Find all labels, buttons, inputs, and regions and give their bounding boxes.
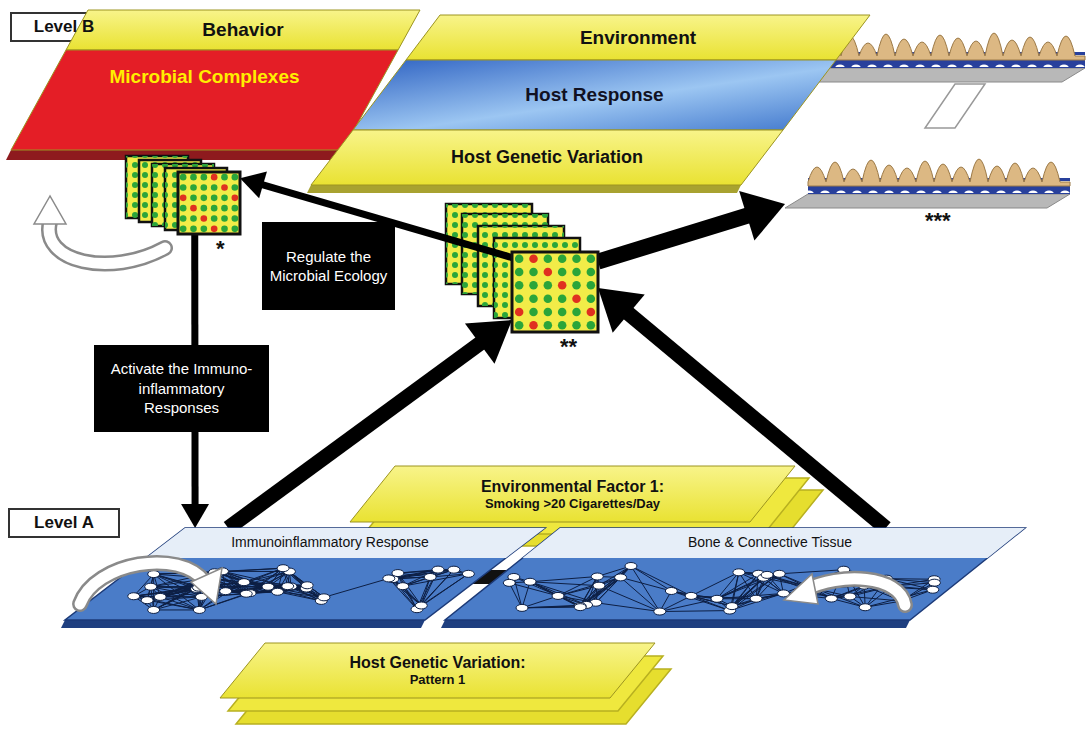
data-matrix: *	[178, 172, 240, 234]
factor-body: Smoking >20 Cigarettes/Day	[485, 496, 660, 511]
matrix-dots	[180, 174, 238, 232]
node-shape	[11, 50, 398, 150]
genetic-heading: Host Genetic Variation:	[349, 654, 525, 672]
band-fill	[66, 10, 420, 50]
level-label: Level A	[34, 513, 94, 533]
matrix-card	[512, 252, 598, 332]
band-fill	[353, 60, 836, 130]
band-label: Environment	[580, 27, 696, 49]
edge-label: Activate the Immuno- inflammatory Respon…	[100, 359, 263, 418]
data-matrix: **	[512, 252, 598, 332]
arrow-head	[739, 191, 785, 241]
factor-layer: Environmental Factor 1:Smoking >20 Cigar…	[350, 466, 795, 522]
tissue-slab: ***	[785, 128, 1070, 208]
factor-heading: Environmental Factor 1:	[481, 478, 664, 496]
arrow-head	[465, 320, 512, 364]
arrow-head	[240, 171, 267, 198]
band-fill	[220, 643, 655, 698]
band-fill	[406, 15, 870, 60]
tissue-drawing	[785, 159, 1070, 208]
edge-label: Regulate the Microbial Ecology	[268, 247, 389, 286]
level-label: Level B	[34, 17, 94, 37]
band-label: Microbial Complexes	[109, 66, 299, 88]
layer-band: Behavior	[66, 10, 420, 50]
node-shape	[512, 252, 598, 332]
callout-mark: ***	[925, 208, 951, 234]
band-label: Host Response	[525, 84, 663, 106]
matrix-card	[178, 172, 240, 234]
arrow-shaft	[598, 212, 758, 261]
node-shape	[785, 128, 1070, 208]
plane-strip	[146, 528, 545, 558]
plane-fill	[445, 528, 1025, 620]
plane-label: Immunoinflammatory Response	[231, 534, 429, 550]
layer-band: Host Response	[353, 60, 836, 130]
arrow-head	[598, 288, 645, 333]
callout-mark: **	[560, 334, 577, 360]
level-tag: Level A	[8, 508, 120, 538]
layer-band: Environment	[406, 15, 870, 60]
flow-arrow	[598, 191, 785, 262]
callout-mark: *	[216, 236, 225, 262]
network-lines	[509, 566, 934, 612]
label-box: Activate the Immuno- inflammatory Respon…	[94, 345, 269, 432]
band-label: Host Genetic Variation	[451, 147, 643, 168]
layer-band: Microbial Complexes	[11, 50, 398, 150]
label-box: Regulate the Microbial Ecology	[262, 222, 395, 310]
genetic-layer: Host Genetic Variation:Pattern 1	[220, 643, 655, 698]
band-fill	[11, 50, 398, 150]
arrow-head	[181, 504, 209, 528]
plane-label: Bone & Connective Tissue	[688, 534, 852, 550]
matrix-dots	[515, 254, 595, 329]
band-label: Behavior	[202, 19, 283, 41]
genetic-body: Pattern 1	[410, 672, 466, 687]
network-plane: Bone & Connective Tissue	[445, 528, 1025, 620]
layer-band: Host Genetic Variation	[311, 130, 783, 185]
node-shape	[178, 172, 240, 234]
network-nodes	[503, 563, 940, 616]
plane-strip	[523, 528, 1026, 558]
band-fill	[311, 130, 783, 185]
band-fill	[350, 466, 795, 522]
